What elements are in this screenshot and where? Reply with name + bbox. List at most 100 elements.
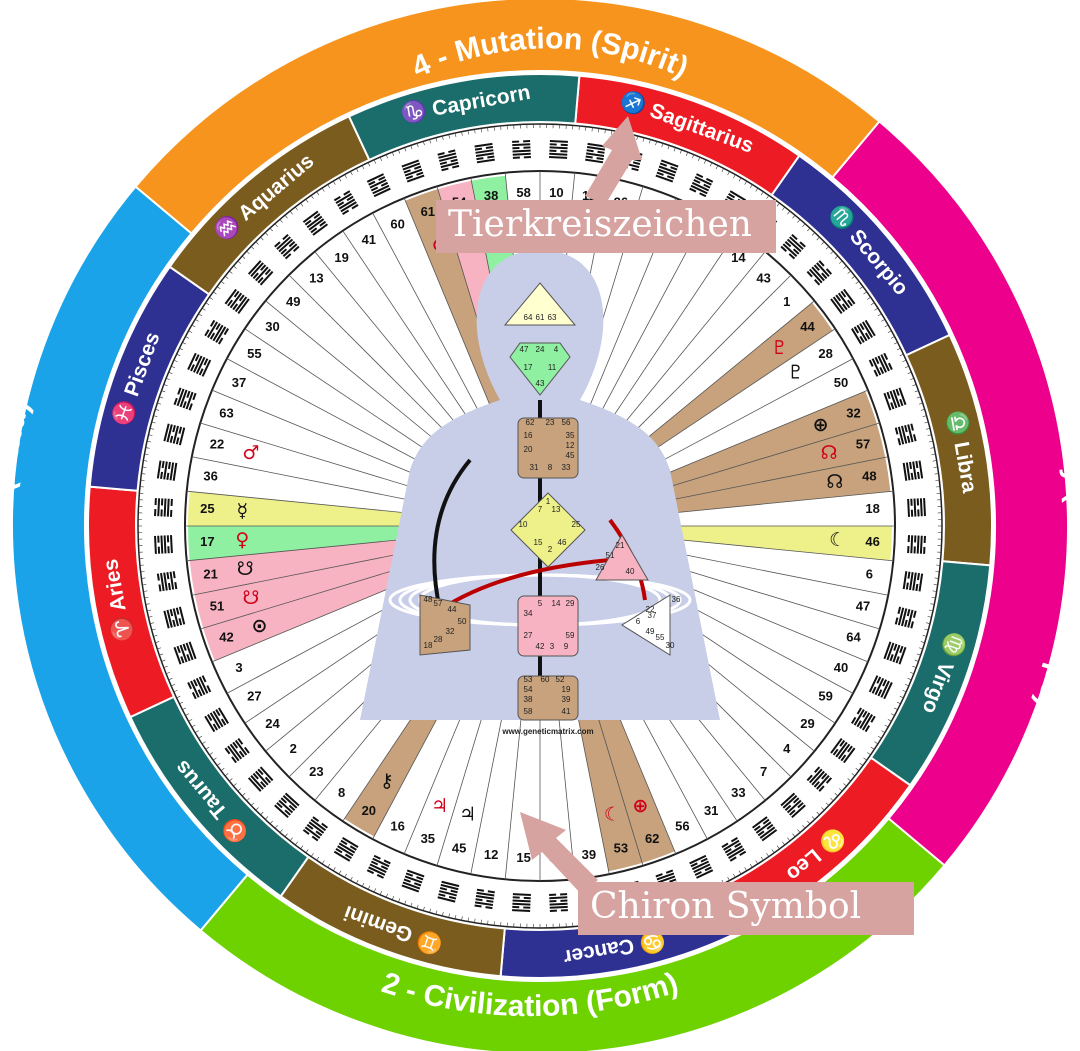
line-tick	[870, 302, 875, 306]
gate-number-24: 24	[265, 716, 280, 731]
hexagram-icon	[204, 707, 229, 733]
bodygraph-gate-50: 50	[458, 617, 467, 626]
hexagram-icon	[902, 571, 924, 592]
line-tick	[692, 154, 695, 159]
hexagram-icon	[585, 142, 606, 164]
gate-number-15: 15	[516, 850, 530, 865]
line-tick	[890, 336, 895, 339]
line-tick	[474, 918, 476, 923]
gate-number-29: 29	[800, 716, 814, 731]
bodygraph-gate-12: 12	[566, 441, 575, 450]
line-tick	[738, 177, 742, 182]
line-tick	[797, 829, 801, 833]
line-tick	[920, 409, 925, 411]
line-tick	[216, 762, 221, 766]
line-tick	[191, 724, 196, 728]
bodygraph-gate-51: 51	[606, 551, 615, 560]
bodygraph-gate-26: 26	[596, 563, 605, 572]
gate-number-62: 62	[645, 831, 659, 846]
line-tick	[321, 860, 325, 865]
line-tick	[925, 428, 931, 430]
line-tick	[461, 131, 463, 136]
line-tick	[922, 415, 927, 418]
bodygraph-gate-41: 41	[562, 707, 571, 716]
line-tick	[467, 130, 470, 135]
line-tick	[316, 856, 320, 861]
gate-number-53: 53	[614, 840, 628, 855]
bodygraph-gate-54: 54	[524, 685, 533, 694]
line-tick	[423, 141, 425, 146]
hexagram-icon	[721, 837, 747, 862]
bodygraph-gate-21: 21	[616, 541, 625, 550]
line-tick	[149, 622, 155, 624]
gate-divider	[615, 251, 766, 434]
line-tick	[423, 906, 425, 911]
gate-number-42: 42	[219, 630, 233, 645]
line-tick	[188, 719, 193, 722]
line-tick	[159, 396, 164, 399]
bodygraph-gate-10: 10	[519, 520, 528, 529]
bodygraph-gate-46: 46	[558, 538, 567, 547]
line-tick	[715, 165, 719, 170]
hexagram-icon	[187, 352, 212, 377]
line-tick	[811, 816, 816, 820]
line-tick	[246, 797, 250, 802]
line-tick	[771, 849, 775, 853]
line-tick	[902, 359, 907, 363]
line-tick	[171, 365, 175, 368]
line-tick	[733, 873, 736, 878]
gate-divider	[657, 456, 889, 503]
bodygraph-gate-44: 44	[448, 605, 457, 614]
line-tick	[782, 841, 785, 846]
hexagram-icon	[830, 288, 856, 315]
hexagram-icon	[333, 190, 359, 215]
line-tick	[927, 434, 932, 436]
bodygraph-gate-57: 57	[434, 599, 443, 608]
line-tick	[141, 473, 146, 475]
line-tick	[744, 867, 747, 871]
line-tick	[685, 152, 689, 156]
line-tick	[874, 741, 879, 745]
gate-number-6: 6	[866, 566, 873, 581]
line-tick	[877, 735, 882, 739]
planet-glyph-icon: ☿	[237, 500, 249, 522]
bodygraph-gate-19: 19	[562, 685, 571, 694]
line-tick	[333, 867, 336, 871]
line-tick	[155, 409, 160, 411]
gate-highlight-25	[188, 491, 461, 526]
bodygraph-gate-63: 63	[548, 313, 557, 322]
hexagram-icon	[868, 675, 893, 700]
line-tick	[327, 863, 331, 868]
line-tick	[933, 584, 938, 586]
hexagram-icon	[333, 837, 359, 862]
line-tick	[173, 359, 178, 363]
line-tick	[816, 236, 820, 241]
line-tick	[448, 913, 450, 918]
gate-number-45: 45	[452, 840, 466, 855]
line-tick	[250, 246, 255, 250]
planet-glyph-icon: ☊	[826, 471, 843, 493]
gate-number-64: 64	[846, 630, 861, 645]
gate-number-16: 16	[390, 818, 404, 833]
planet-glyph-icon: ♇	[771, 337, 788, 359]
line-tick	[930, 603, 935, 605]
line-tick	[310, 853, 314, 857]
hexagram-icon	[163, 606, 186, 629]
line-tick	[233, 783, 237, 787]
line-tick	[912, 384, 917, 387]
gate-divider	[191, 549, 423, 596]
line-tick	[648, 139, 651, 144]
line-tick	[839, 260, 843, 264]
line-tick	[925, 622, 931, 624]
gate-number-37: 37	[232, 375, 246, 390]
line-tick	[851, 275, 856, 279]
gate-number-30: 30	[265, 319, 279, 334]
line-tick	[379, 157, 382, 161]
gate-highlight-61	[405, 189, 517, 453]
line-tick	[825, 802, 830, 806]
gate-number-43: 43	[756, 271, 770, 286]
gate-divider	[659, 537, 894, 562]
line-tick	[344, 174, 347, 179]
